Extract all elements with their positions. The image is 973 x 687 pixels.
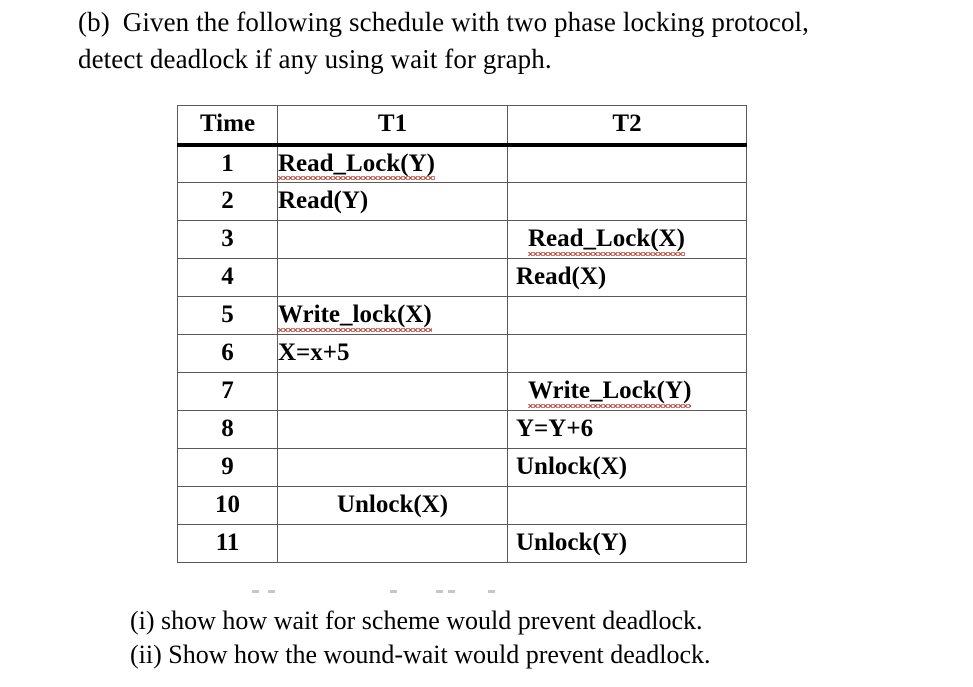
time-cell: 5: [177, 296, 278, 335]
time-cell: 2: [177, 182, 278, 221]
t2-operation-cell: Unlock(Y): [507, 524, 747, 563]
spellcheck-underlined-text: Write_Lock(Y): [528, 377, 692, 408]
t1-operation-cell: Write_lock(X): [277, 296, 508, 335]
t1-operation-cell: [277, 448, 508, 487]
t1-operation-cell: Read_Lock(Y): [277, 144, 508, 183]
column-header-t1: T1: [277, 105, 508, 147]
spellcheck-underlined-text: Read_Lock(X): [528, 225, 685, 256]
clipped-text-artifact: [240, 588, 640, 598]
table-row: 11 Unlock(Y): [177, 524, 747, 563]
column-header-time: Time: [177, 105, 278, 147]
t2-operation-cell: [507, 334, 747, 373]
table-header-row: Time T1 T2: [177, 105, 747, 147]
time-cell: 1: [177, 144, 278, 183]
sub-question-i: (i) show how wait for scheme would preve…: [130, 606, 703, 635]
t1-operation-cell: [277, 258, 508, 297]
table-row: 4 Read(X): [177, 258, 747, 297]
table-row: 7 Write_Lock(Y): [177, 372, 747, 411]
prompt-text-1: Given the following schedule with two ph…: [122, 7, 810, 37]
t2-operation-cell: [507, 144, 747, 183]
question-prompt: (b) Given the following schedule with two…: [78, 4, 938, 78]
time-cell: 6: [177, 334, 278, 373]
t2-operation-cell: Y=Y+6: [507, 410, 747, 449]
column-header-t2: T2: [507, 105, 747, 147]
t1-operation-cell: X=x+5: [277, 334, 508, 373]
t2-operation-cell: [507, 182, 747, 221]
table-row: 3 Read_Lock(X): [177, 220, 747, 259]
time-cell: 3: [177, 220, 278, 259]
t1-operation-cell: [277, 410, 508, 449]
t2-operation-cell: [507, 296, 747, 335]
t2-operation-cell: Write_Lock(Y): [507, 372, 747, 411]
time-cell: 8: [177, 410, 278, 449]
t1-operation-cell: [277, 524, 508, 563]
table-row: 9 Unlock(X): [177, 448, 747, 487]
spellcheck-underlined-text: Write_lock(X): [278, 301, 432, 332]
t1-operation-cell: [277, 220, 508, 259]
t1-operation-cell: Unlock(X): [277, 486, 508, 525]
time-cell: 7: [177, 372, 278, 411]
t2-operation-cell: Read_Lock(X): [507, 220, 747, 259]
sub-question-ii: (ii) Show how the wound-wait would preve…: [130, 640, 711, 669]
spellcheck-underlined-text: Read_Lock(Y): [278, 150, 435, 181]
time-cell: 11: [177, 524, 278, 563]
prompt-line-2: detect deadlock if any using wait for gr…: [78, 44, 552, 74]
time-cell: 9: [177, 448, 278, 487]
t1-operation-cell: [277, 372, 508, 411]
sub-questions: (i) show how wait for scheme would preve…: [130, 604, 930, 672]
t2-operation-cell: Read(X): [507, 258, 747, 297]
table-row: 8 Y=Y+6: [177, 410, 747, 449]
time-cell: 10: [177, 486, 278, 525]
t1-operation-cell: Read(Y): [277, 182, 508, 221]
t2-operation-cell: [507, 486, 747, 525]
t2-operation-cell: Unlock(X): [507, 448, 747, 487]
question-label: (b): [78, 7, 110, 37]
time-cell: 4: [177, 258, 278, 297]
prompt-line-1: (b) Given the following schedule with two…: [78, 4, 938, 41]
